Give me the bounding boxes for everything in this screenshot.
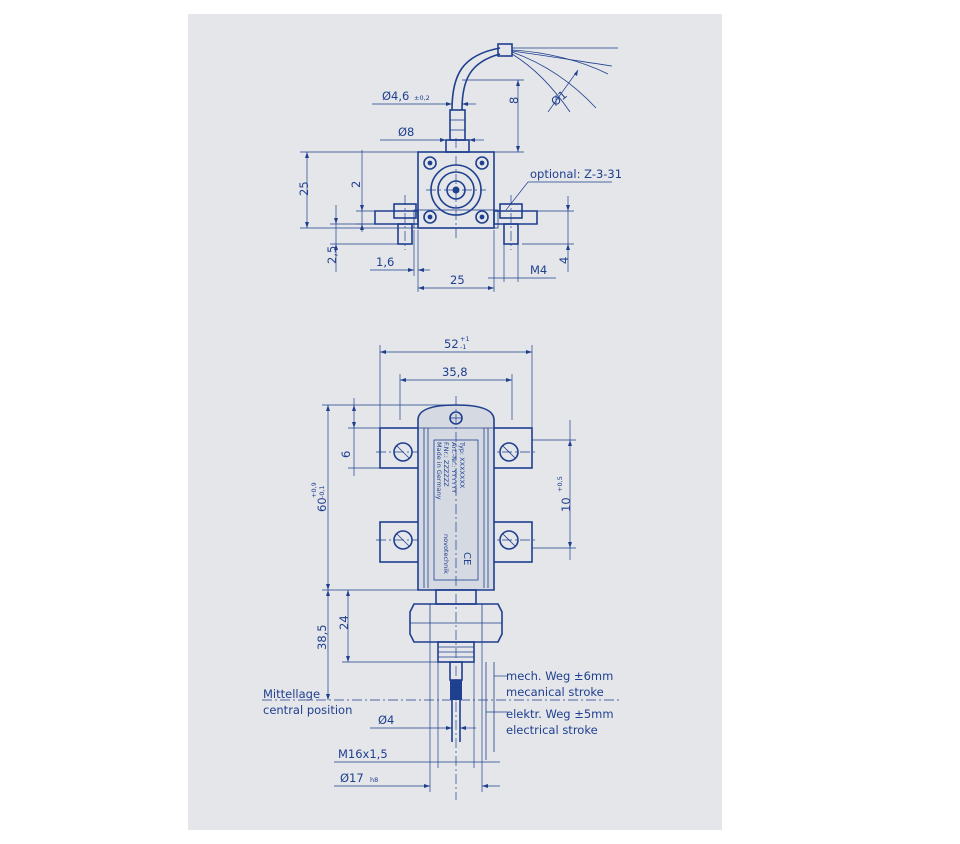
mech-weg-label: mech. Weg ±6mm bbox=[506, 669, 613, 683]
mittellage-label: Mittellage bbox=[263, 687, 320, 701]
dim-length-52-tol-upper: +1 bbox=[460, 335, 470, 343]
label-line3: F.Nr.: ZZZZZZ bbox=[442, 442, 450, 487]
dim-8: 8 bbox=[507, 97, 521, 104]
elektr-weg-label: elektr. Weg ±5mm bbox=[506, 707, 614, 721]
mech-stroke-label: mecanical stroke bbox=[506, 685, 604, 699]
elektr-stroke-label: electrical stroke bbox=[506, 723, 598, 737]
dim-length-60-tol-lower: -0,1 bbox=[318, 485, 326, 498]
dim-length-60: 60 bbox=[315, 497, 329, 512]
dim-length-60-tol-upper: +0,9 bbox=[310, 482, 318, 498]
dim-width-25: 25 bbox=[450, 273, 465, 287]
dim-1-6: 1,6 bbox=[376, 255, 394, 269]
dim-thread-m4: M4 bbox=[530, 263, 547, 277]
dim-thread-m16: M16x1,5 bbox=[338, 747, 388, 761]
dim-diameter-17: Ø17 bbox=[340, 771, 364, 785]
dim-cable-diameter: Ø4,6 bbox=[382, 89, 409, 103]
dim-24: 24 bbox=[337, 615, 351, 630]
dim-diameter-17-tol: h8 bbox=[370, 776, 378, 784]
dim-length-52-tol-lower: -1 bbox=[460, 343, 466, 351]
label-brand: novotechnik bbox=[442, 534, 450, 574]
dim-width-35-8: 35,8 bbox=[442, 365, 468, 379]
dim-4: 4 bbox=[557, 257, 571, 264]
top-view: Ø4,6 ±0,2 Ø8 8 Ø1 25 bbox=[297, 43, 622, 292]
dim-length-52: 52 bbox=[444, 337, 459, 351]
dim-height-25: 25 bbox=[297, 181, 311, 196]
dim-2-5: 2,5 bbox=[325, 246, 339, 264]
dim-2: 2 bbox=[349, 181, 363, 188]
dim-cable-diameter-tol: ±0,2 bbox=[414, 94, 430, 102]
optional-label: optional: Z-3-31 bbox=[530, 167, 622, 181]
dim-10: 10 bbox=[559, 497, 573, 512]
dim-wire-diameter: Ø1 bbox=[548, 88, 570, 109]
side-view: Typ: XXXXXXX Art.-Nr.: YYYYYY F.Nr.: ZZZ… bbox=[262, 335, 620, 800]
central-position-label: central position bbox=[263, 703, 352, 717]
dim-10-tol: +0,5 bbox=[556, 476, 564, 492]
label-line1: Typ: XXXXXXX bbox=[458, 441, 466, 489]
dim-6: 6 bbox=[339, 451, 353, 458]
label-line2: Art.-Nr.: YYYYYY bbox=[450, 442, 458, 493]
dim-rod-diameter: Ø4 bbox=[378, 713, 394, 727]
dim-gland-diameter: Ø8 bbox=[398, 125, 414, 139]
dim-38-5: 38,5 bbox=[315, 624, 329, 650]
label-line4: Made in Germany bbox=[435, 442, 443, 500]
label-ce-mark: CE bbox=[461, 552, 472, 565]
